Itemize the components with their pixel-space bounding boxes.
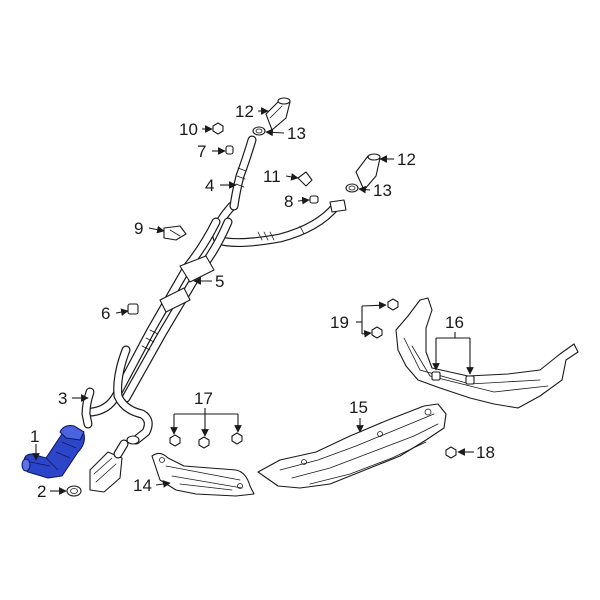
- catalytic-converter-1[interactable]: [21, 425, 85, 479]
- muffler-pipe-5[interactable]: [87, 217, 233, 417]
- callout-3: 3: [58, 389, 67, 408]
- callout-16: 16: [445, 313, 464, 332]
- callout-10: 10: [179, 120, 198, 139]
- heat-shield-16[interactable]: [395, 297, 579, 409]
- heat-shield-15[interactable]: [257, 403, 447, 489]
- callout-13-right: 13: [373, 181, 392, 200]
- hanger-11[interactable]: [297, 171, 313, 187]
- callout-13-top: 13: [287, 124, 306, 143]
- intermediate-pipe-4[interactable]: [229, 135, 257, 211]
- clamp-13-top[interactable]: [252, 126, 266, 136]
- callout-15: 15: [349, 398, 368, 417]
- callout-labels: 1 2 3 4 5 6 7 8 9 10 11 12 13 12 13 14 1…: [30, 102, 495, 501]
- callout-5: 5: [215, 272, 224, 291]
- y-pipe-lower[interactable]: [81, 345, 153, 445]
- callout-7: 7: [197, 142, 206, 161]
- isolator-6[interactable]: [127, 303, 139, 315]
- callout-19: 19: [330, 313, 349, 332]
- callout-11: 11: [263, 167, 281, 186]
- callout-6: 6: [101, 304, 110, 323]
- bolt-17-left[interactable]: [169, 434, 181, 447]
- hanger-7[interactable]: [225, 145, 234, 155]
- bolt-18[interactable]: [445, 446, 457, 459]
- clamp-13-right[interactable]: [345, 183, 359, 193]
- heat-shield-14[interactable]: [151, 452, 255, 497]
- callout-12-top: 12: [235, 102, 254, 121]
- hanger-8[interactable]: [309, 195, 319, 204]
- callout-4: 4: [205, 176, 214, 195]
- callout-9: 9: [134, 219, 143, 238]
- callout-17: 17: [194, 389, 213, 408]
- exhaust-tip-top[interactable]: [265, 97, 291, 131]
- bolt-17-right[interactable]: [231, 432, 243, 445]
- catalytic-converter-right[interactable]: [89, 439, 129, 493]
- gasket-2[interactable]: [66, 485, 82, 497]
- bolt-19-top[interactable]: [387, 298, 399, 311]
- callout-12-right: 12: [397, 150, 416, 169]
- callout-1: 1: [30, 427, 39, 446]
- callout-18: 18: [476, 443, 495, 462]
- bolt-19-bottom[interactable]: [371, 326, 383, 339]
- callout-2: 2: [37, 482, 46, 501]
- callout-8: 8: [284, 192, 293, 211]
- nut-10[interactable]: [212, 122, 224, 135]
- bracket-9[interactable]: [163, 225, 187, 241]
- callout-14: 14: [133, 476, 152, 495]
- bolt-17-middle[interactable]: [198, 436, 210, 449]
- leader-lines: [32, 107, 474, 495]
